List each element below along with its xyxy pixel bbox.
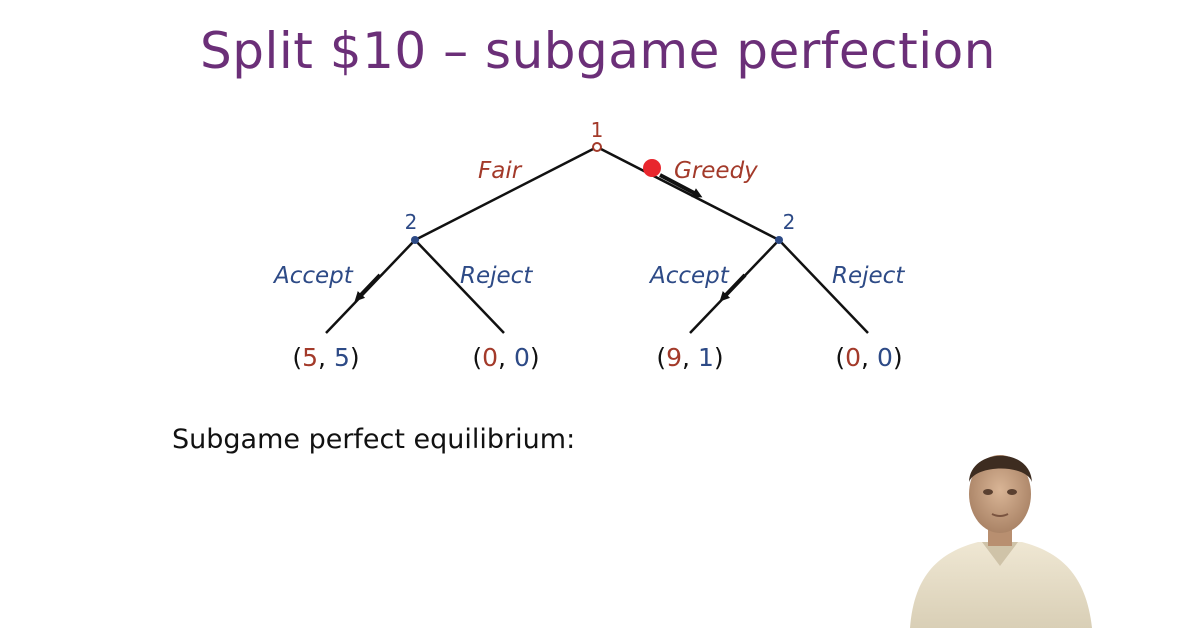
arrow-greedy <box>659 173 703 198</box>
payoff-greedy-accept: (9, 1) <box>656 343 723 372</box>
presenter-figure-icon <box>910 455 1092 628</box>
right-node <box>775 236 783 244</box>
payoff-greedy-reject: (0, 0) <box>835 343 902 372</box>
slide-title: Split $10 – subgame perfection <box>200 22 996 80</box>
root-node <box>592 142 602 152</box>
arrow-right-accept <box>719 273 747 302</box>
edge-left-reject <box>414 239 505 334</box>
move-label-greedy: Greedy <box>674 158 758 184</box>
move-label-left-accept: Accept <box>272 263 354 289</box>
laser-pointer-dot <box>643 159 661 177</box>
edge-fair <box>414 145 598 242</box>
root-player-label: 1 <box>591 118 604 142</box>
move-label-right-accept: Accept <box>648 263 730 289</box>
arrow-left-accept <box>354 273 382 302</box>
edge-greedy <box>596 145 780 242</box>
payoff-fair-accept: (5, 5) <box>292 343 359 372</box>
move-label-left-reject: Reject <box>460 263 533 289</box>
spe-label: Subgame perfect equilibrium: <box>172 424 576 455</box>
right-player-label: 2 <box>783 210 796 234</box>
left-player-label: 2 <box>405 210 418 234</box>
left-node <box>411 236 419 244</box>
move-label-fair: Fair <box>478 158 523 184</box>
edge-right-reject <box>778 239 869 334</box>
move-label-right-reject: Reject <box>832 263 905 289</box>
payoff-fair-reject: (0, 0) <box>472 343 539 372</box>
